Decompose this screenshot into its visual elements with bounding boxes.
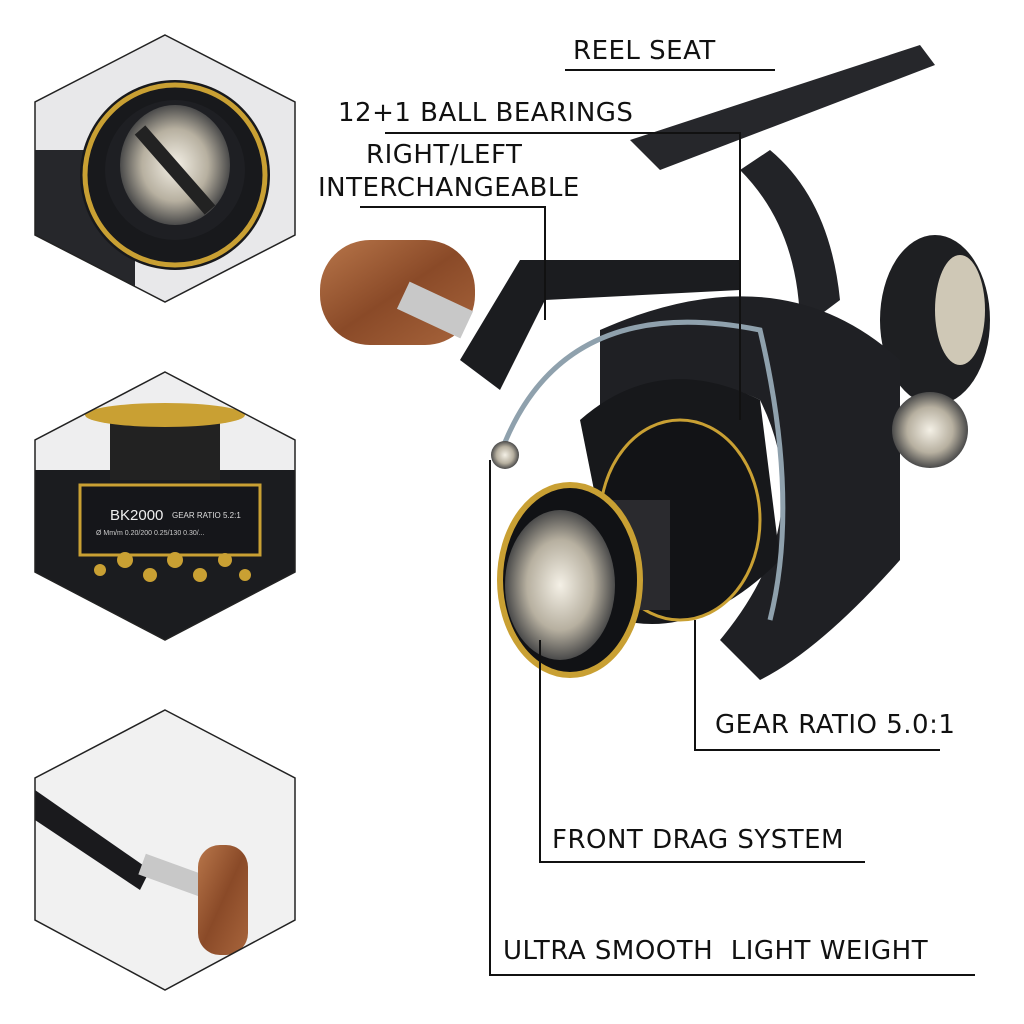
detail-panel-handle xyxy=(35,710,295,990)
callout-interchangeable-line2: INTERCHANGEABLE xyxy=(318,173,580,203)
callout-reel-seat: REEL SEAT xyxy=(573,36,716,66)
spool-line-capacity-text: Ø Mm/m 0.20/200 0.25/130 0.30/... xyxy=(96,530,205,537)
fishing-reel-photo xyxy=(320,45,990,680)
detail-panel-spool: BK2000 GEAR RATIO 5.2:1 Ø Mm/m 0.20/200 … xyxy=(35,372,295,640)
callout-ball-bearings: 12+1 BALL BEARINGS xyxy=(338,98,634,128)
detail-panel-spool-cap xyxy=(35,35,295,302)
ball-bearings-leader xyxy=(385,132,741,420)
spool-model-text: BK2000 xyxy=(110,507,163,524)
callout-interchangeable-line1: RIGHT/LEFT xyxy=(366,140,523,170)
gear-ratio-leader xyxy=(694,620,940,751)
spool-gear-ratio-text: GEAR RATIO 5.2:1 xyxy=(172,511,241,520)
front-drag-leader xyxy=(539,640,865,863)
callout-ultra-smooth: ULTRA SMOOTH LIGHT WEIGHT xyxy=(503,936,929,966)
callout-lines xyxy=(360,69,975,976)
callout-gear-ratio: GEAR RATIO 5.0:1 xyxy=(715,710,956,740)
interchangeable-leader xyxy=(360,206,546,320)
ultra-smooth-leader xyxy=(489,460,975,976)
callout-front-drag: FRONT DRAG SYSTEM xyxy=(552,825,844,855)
